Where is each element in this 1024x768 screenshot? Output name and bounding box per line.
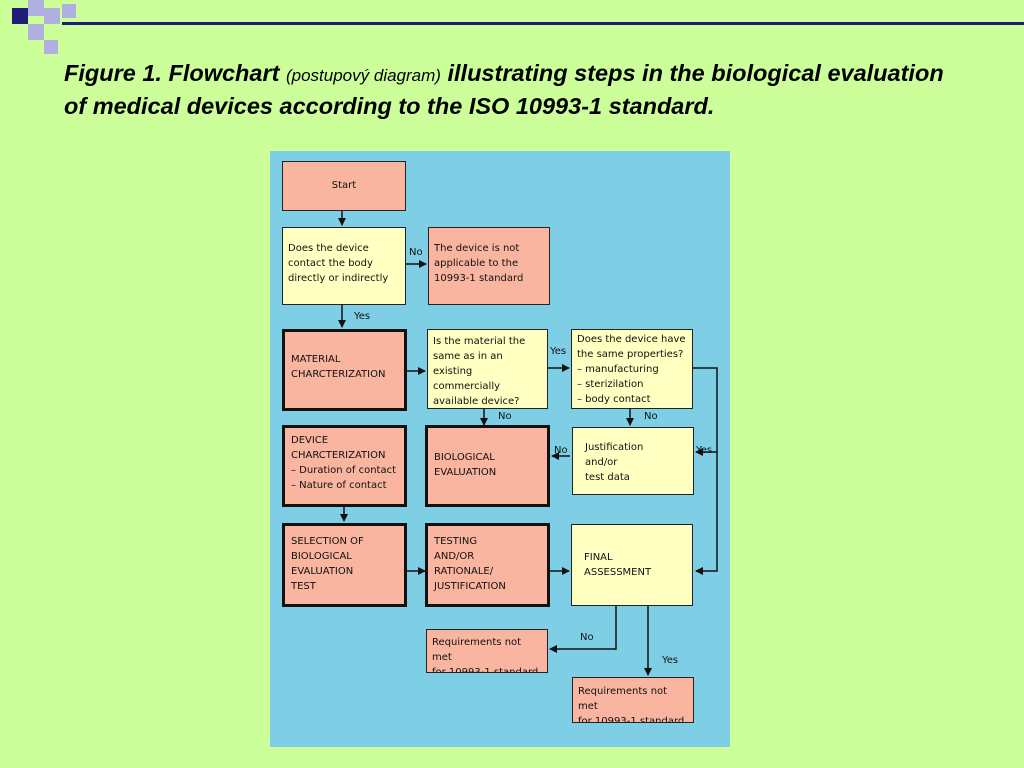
edge-label-final-no: No — [580, 632, 594, 643]
corner-square-light — [28, 0, 44, 16]
testing-rationale-node: TESTING AND/OR RATIONALE/ JUSTIFICATION — [425, 523, 550, 607]
edge-label-properties-no: No — [644, 411, 658, 422]
start-node: Start — [282, 161, 406, 211]
edge-label-material-no: No — [498, 411, 512, 422]
corner-square-light — [28, 24, 44, 40]
corner-square-light — [62, 4, 76, 18]
caption-aside: (postupový diagram) — [285, 66, 441, 85]
edge-label-justification-yes: Yes — [696, 445, 713, 456]
arrow-final-no — [549, 606, 617, 653]
material-characterization-node: MATERIAL CHARCTERIZATION — [282, 329, 407, 411]
arrow-to-final — [695, 452, 718, 575]
figure-caption: Figure 1. Flowchart (postupový diagram) … — [64, 58, 944, 122]
edge-label-justification-no: No — [554, 445, 568, 456]
requirements-not-met-no-node: Requirements not met for 10993-1 standar… — [426, 629, 548, 673]
contact-question-node: Does the device contact the body directl… — [282, 227, 406, 305]
not-applicable-node: The device is not applicable to the 1099… — [428, 227, 550, 305]
flowchart-connectors — [338, 211, 718, 676]
header-rule — [62, 22, 1024, 25]
requirements-not-met-yes-node: Requirements not met for 10993-1 standar… — [572, 677, 694, 723]
selection-test-node: SELECTION OF BIOLOGICAL EVALUATION TEST — [282, 523, 407, 607]
biological-evaluation-node: BIOLOGICAL EVALUATION — [425, 425, 550, 507]
flowchart-panel: Start Does the device contact the body d… — [270, 151, 730, 747]
edge-label-contact-no: No — [409, 247, 423, 258]
arrow-properties-right — [693, 367, 718, 456]
justification-node: Justification and/or test data — [572, 427, 694, 495]
caption-lead: Figure 1. Flowchart — [64, 60, 280, 86]
corner-square-light — [44, 8, 60, 24]
corner-square-navy — [12, 8, 28, 24]
device-characterization-node: DEVICE CHARCTERIZATION – Duration of con… — [282, 425, 407, 507]
edge-label-material-yes: Yes — [550, 346, 567, 357]
same-properties-question-node: Does the device have the same properties… — [571, 329, 693, 409]
final-assessment-node: FINAL ASSESSMENT — [571, 524, 693, 606]
caption-rest: illustrating steps in the biological eva… — [64, 60, 944, 119]
edge-label-contact-yes: Yes — [354, 311, 371, 322]
same-material-question-node: Is the material the same as in an existi… — [427, 329, 548, 409]
edge-label-final-yes: Yes — [662, 655, 679, 666]
corner-square-light — [44, 40, 58, 54]
